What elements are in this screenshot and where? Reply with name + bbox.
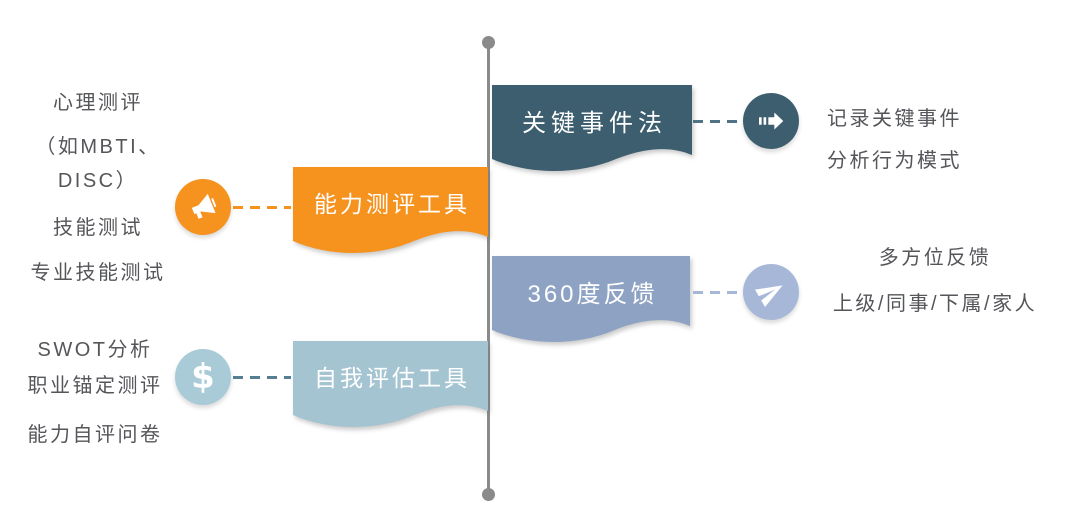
note-mbti-line1: （如MBTI、 bbox=[35, 136, 161, 158]
banner-wave-shape bbox=[293, 167, 488, 253]
connector-ability-tools bbox=[233, 206, 291, 209]
connector-360-feedback bbox=[693, 291, 741, 294]
note-feedback-sources: 上级/同事/下属/家人 bbox=[832, 293, 1038, 315]
banner-wave-shape bbox=[492, 85, 692, 171]
note-self-rating-questionnaire: 能力自评问卷 bbox=[27, 424, 163, 446]
banner-ability-tools: 能力测评工具 bbox=[293, 167, 488, 257]
paper-plane-icon bbox=[755, 285, 783, 307]
timeline-bottom-dot bbox=[482, 488, 495, 501]
note-skill-test: 技能测试 bbox=[53, 217, 143, 239]
connector-self-assessment bbox=[233, 376, 291, 379]
note-analyze-behavior: 分析行为模式 bbox=[827, 150, 962, 172]
icon-badge-ability-tools bbox=[175, 179, 231, 235]
timeline-line bbox=[487, 42, 490, 494]
note-career-anchor: 职业锚定测评 bbox=[27, 375, 163, 397]
note-professional-skill-test: 专业技能测试 bbox=[30, 262, 166, 284]
note-psych-assessment: 心理测评 bbox=[53, 92, 143, 114]
banner-critical-incident: 关键事件法 bbox=[492, 85, 692, 175]
icon-badge-self-assessment: $ bbox=[175, 349, 231, 405]
banner-360-feedback: 360度反馈 bbox=[492, 256, 690, 346]
banner-label-critical-incident: 关键事件法 bbox=[522, 109, 667, 137]
note-record-incidents: 记录关键事件 bbox=[827, 108, 962, 130]
banner-label-self-assessment: 自我评估工具 bbox=[314, 365, 470, 391]
fast-forward-arrow-icon bbox=[759, 112, 784, 130]
timeline-top-dot bbox=[482, 36, 495, 49]
banner-wave-shape bbox=[293, 341, 488, 427]
banner-label-ability-tools: 能力测评工具 bbox=[314, 191, 470, 217]
dollar-sign-icon: $ bbox=[191, 357, 215, 397]
note-swot-analysis: SWOT分析 bbox=[37, 339, 153, 361]
connector-critical-incident bbox=[693, 120, 741, 123]
note-multi-directional-feedback: 多方位反馈 bbox=[878, 247, 992, 269]
banner-wave-shape bbox=[492, 256, 690, 342]
icon-badge-critical-incident bbox=[743, 93, 799, 149]
icon-badge-360-feedback bbox=[743, 264, 799, 320]
banner-self-assessment: 自我评估工具 bbox=[293, 341, 488, 431]
note-mbti-line2: DISC） bbox=[57, 170, 139, 192]
banner-label-360-feedback: 360度反馈 bbox=[527, 280, 658, 308]
megaphone-icon bbox=[191, 193, 217, 219]
